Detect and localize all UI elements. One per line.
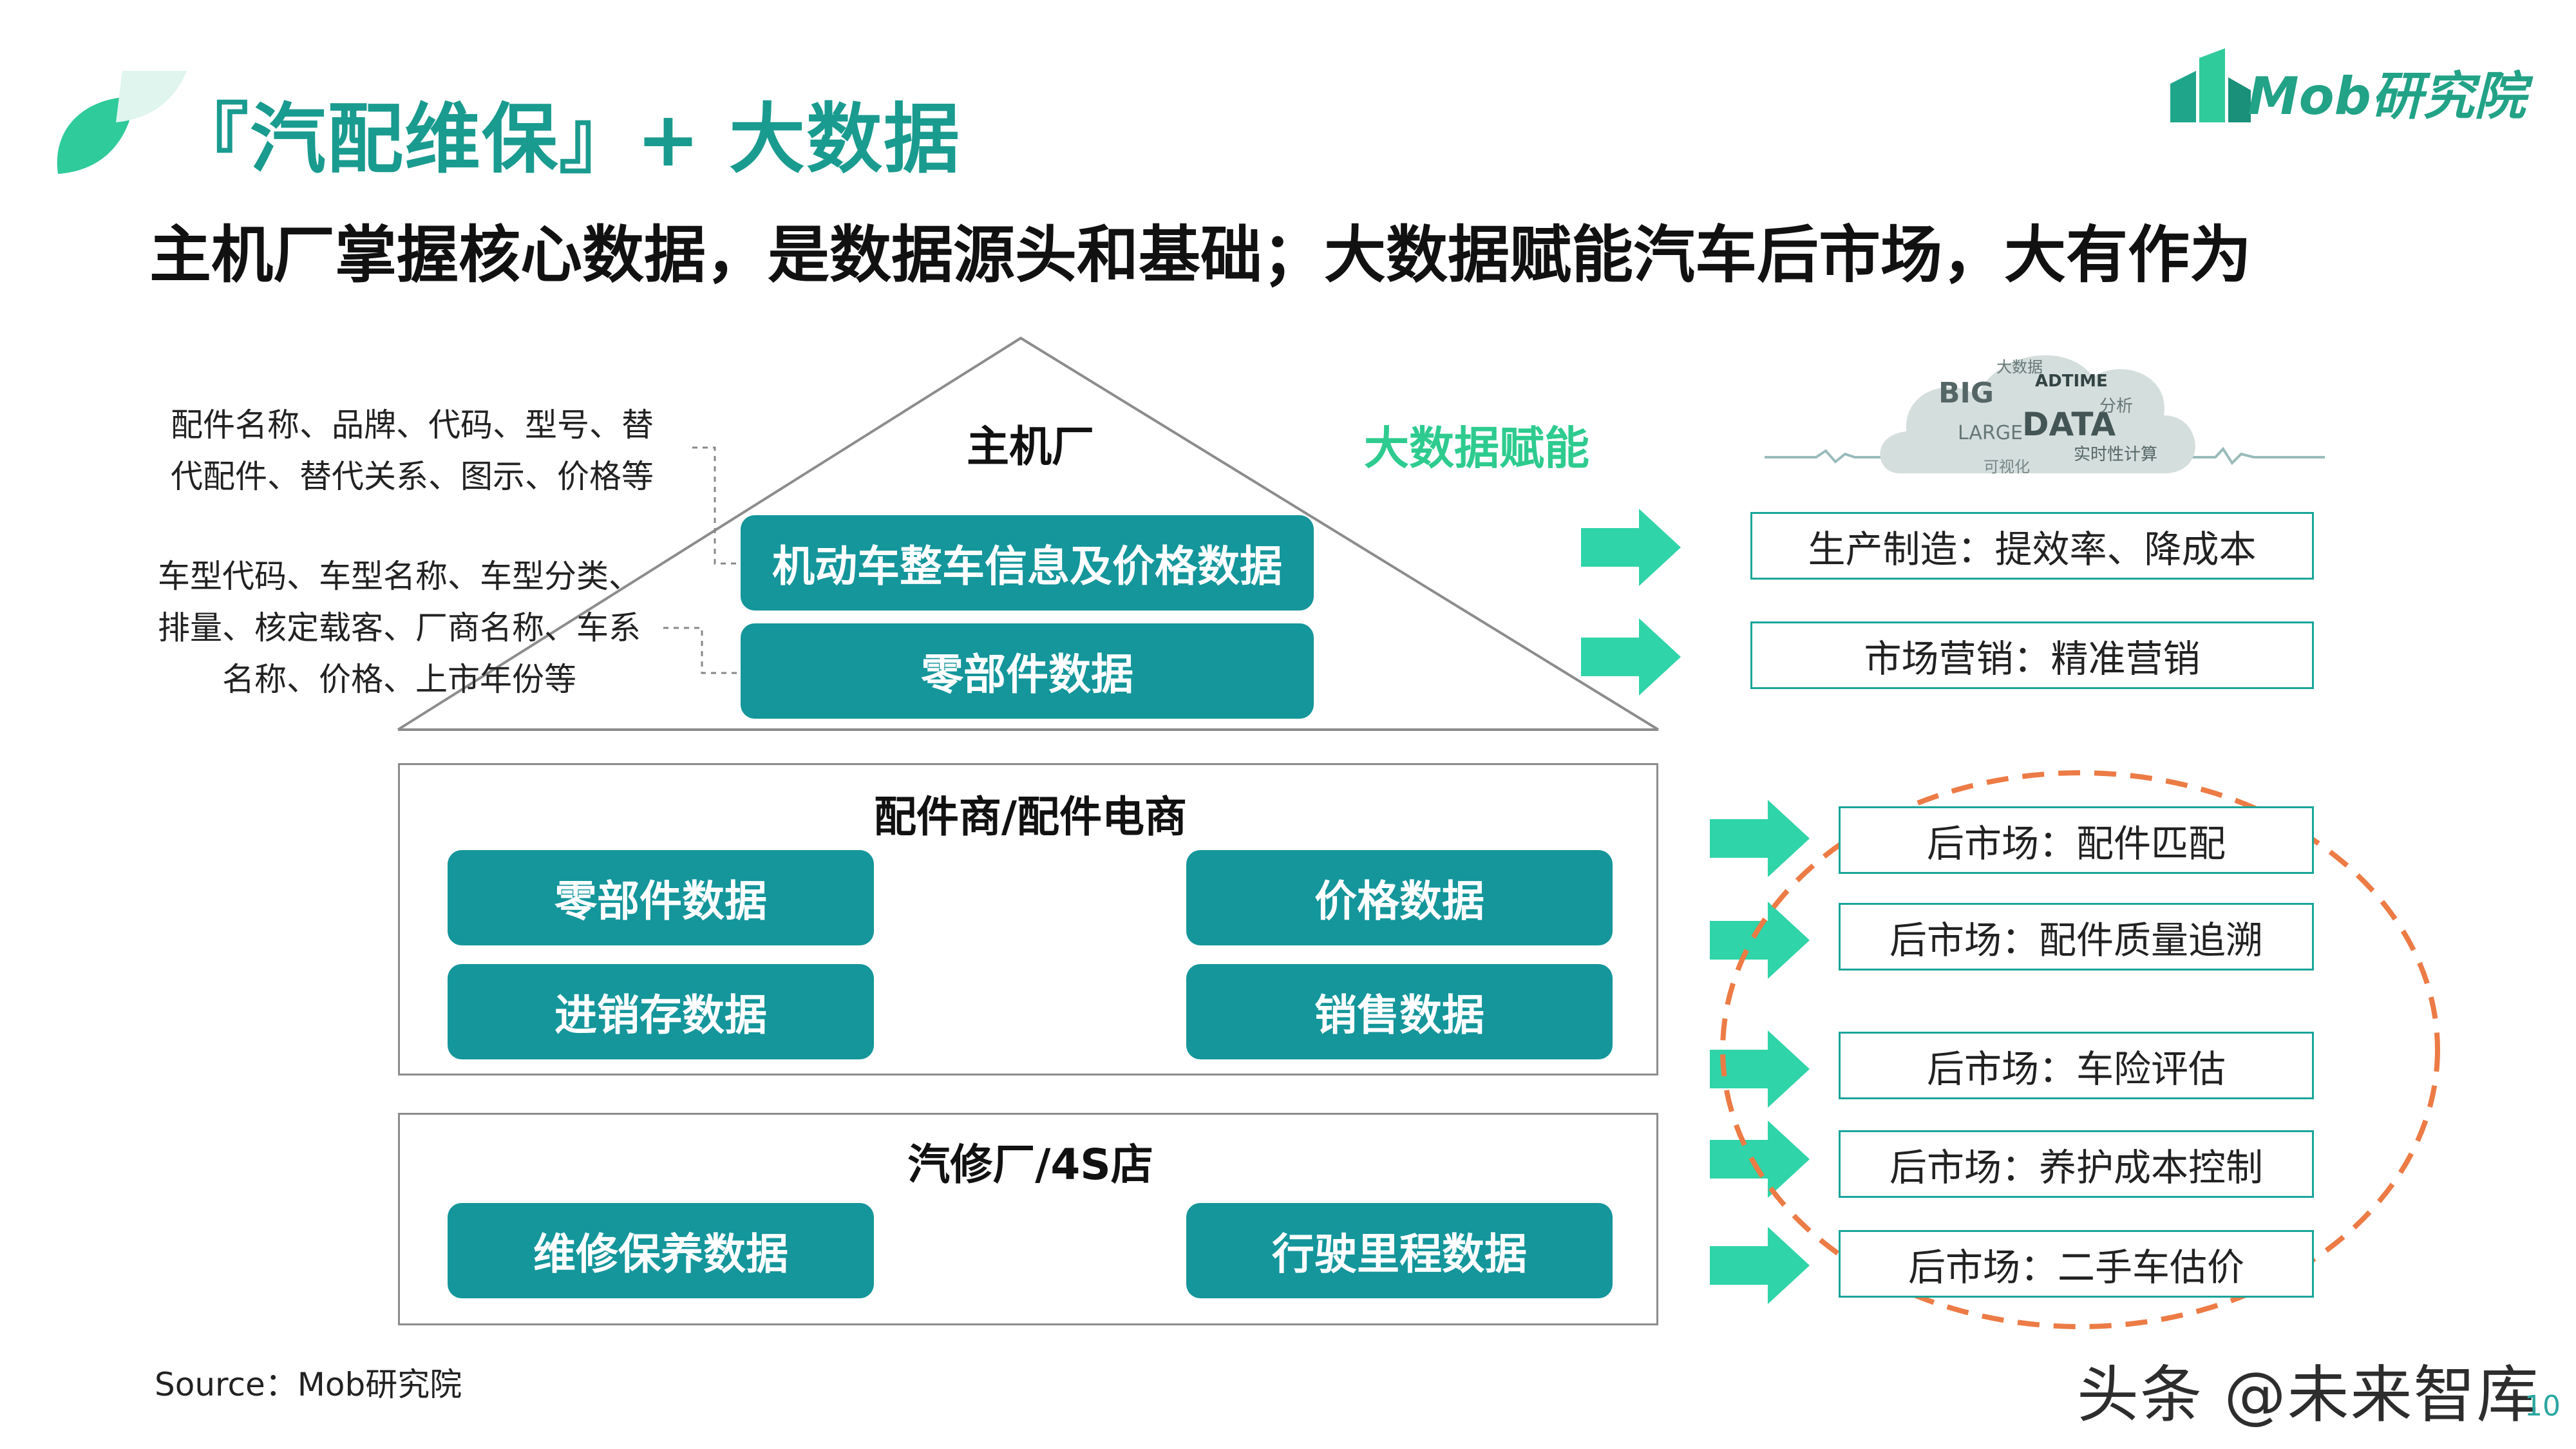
output-quality-traceability: 后市场：配件质量追溯 — [1839, 903, 2314, 971]
header-leaf-decoration — [57, 71, 187, 174]
pill-price-data: 价格数据 — [1186, 850, 1613, 945]
source-note: Source：Mob研究院 — [155, 1366, 462, 1403]
output-marketing: 市场营销：精准营销 — [1750, 621, 2314, 689]
page-title: 『汽配维保』+ 大数据 — [173, 95, 961, 184]
cloud-line-icon — [1765, 355, 2325, 473]
pill-inventory-data: 进销存数据 — [448, 964, 874, 1059]
cloud-word-7: 大数据 — [1996, 358, 2043, 376]
pill-vehicle-price-data: 机动车整车信息及价格数据 — [741, 515, 1314, 611]
pill-mileage-data: 行驶里程数据 — [1186, 1203, 1613, 1298]
arrow-icon — [1581, 509, 1810, 1304]
output-maintenance-cost: 后市场：养护成本控制 — [1839, 1130, 2314, 1198]
cloud-word-6: 可视化 — [1984, 458, 2030, 476]
output-insurance-assessment: 后市场：车险评估 — [1839, 1032, 2314, 1099]
page-number: 10 — [2524, 1390, 2561, 1423]
brand-logo: Mob研究院 — [2164, 45, 2563, 129]
pill-dealer-parts-data: 零部件数据 — [448, 850, 874, 945]
empower-label: 大数据赋能 — [1364, 422, 1589, 475]
output-parts-matching: 后市场：配件匹配 — [1839, 806, 2314, 874]
big-data-cloud-icon: BIG DATA ADTIME LARGE 实时性计算 可视化 大数据 分析 — [1765, 325, 2325, 493]
logo-building-icon — [2170, 48, 2251, 122]
note-vehicle-info: 车型代码、车型名称、车型分类、 排量、核定载客、厂商名称、车系 名称、价格、上市… — [158, 558, 641, 698]
roof-title: 主机厂 — [967, 422, 1094, 471]
cloud-word-5: 实时性计算 — [2074, 445, 2158, 464]
pill-sales-data: 销售数据 — [1186, 964, 1613, 1059]
cloud-word-2: DATA — [2022, 406, 2116, 443]
output-manufacturing: 生产制造：提效率、降成本 — [1750, 512, 2314, 580]
section-parts-dealer-title: 配件商/配件电商 — [873, 792, 1188, 842]
aftermarket-highlight-ellipse — [1720, 770, 2440, 1329]
note-parts-info: 配件名称、品牌、代码、型号、替 代配件、替代关系、图示、价格等 — [171, 406, 654, 495]
output-used-car-valuation: 后市场：二手车估价 — [1839, 1230, 2314, 1298]
cloud-word-8: 分析 — [2099, 397, 2134, 416]
cloud-word-3: ADTIME — [2035, 372, 2108, 391]
section-repair-shop-title: 汽修厂/4S店 — [907, 1140, 1153, 1189]
page-subtitle: 主机厂掌握核心数据，是数据源头和基础；大数据赋能汽车后市场，大有作为 — [149, 219, 2251, 291]
cloud-word-1: BIG — [1938, 377, 1994, 410]
pill-oem-parts-data: 零部件数据 — [741, 623, 1314, 719]
pill-maintenance-data: 维修保养数据 — [448, 1203, 874, 1298]
logo-text: Mob研究院 — [2248, 66, 2526, 126]
watermark-text: 头条 @未来智库 — [2077, 1359, 2540, 1431]
cloud-word-4: LARGE — [1958, 422, 2023, 444]
